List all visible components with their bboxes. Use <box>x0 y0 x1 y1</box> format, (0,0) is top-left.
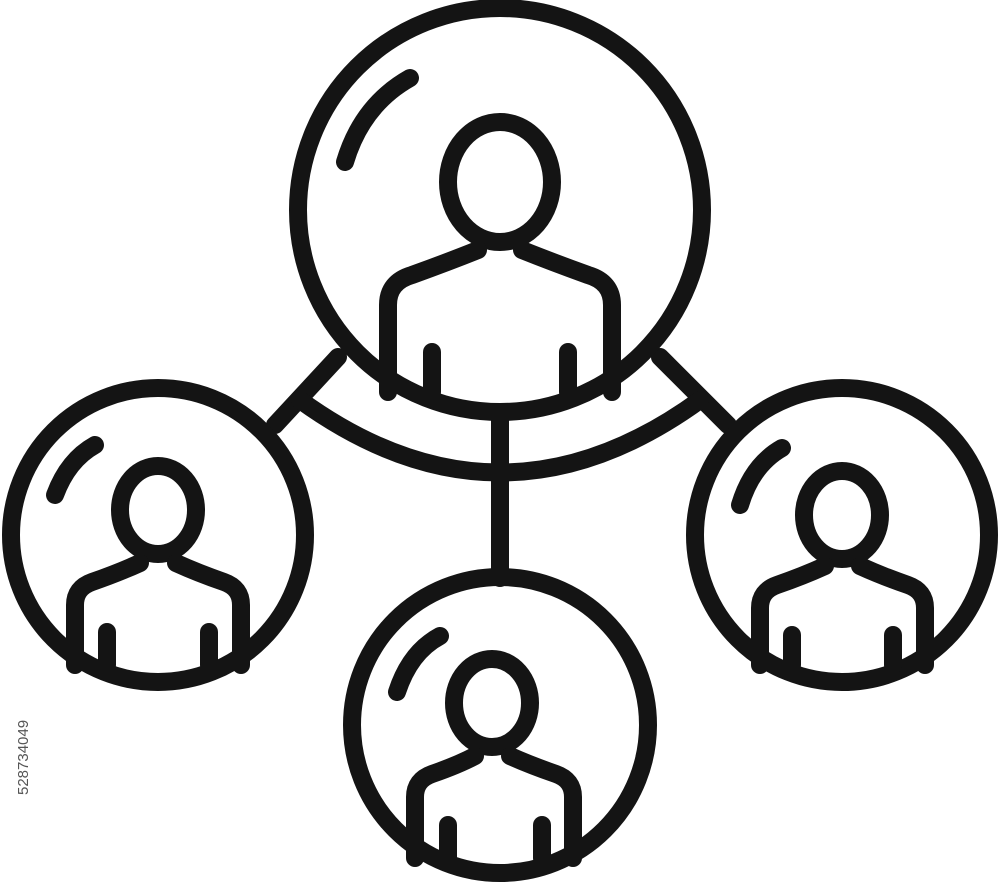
connector-right <box>651 348 737 434</box>
left-highlight <box>46 436 104 504</box>
bottom-circle <box>343 568 657 882</box>
user-icon <box>379 113 621 401</box>
left-person-node <box>2 379 314 691</box>
user-icon <box>406 650 582 867</box>
orbit-arc <box>291 391 709 482</box>
center-highlight <box>336 69 419 171</box>
right-highlight <box>731 439 791 514</box>
center-person-node <box>289 0 711 421</box>
bottom-person-node <box>343 568 657 882</box>
user-icon <box>751 462 934 674</box>
right-person-node <box>686 379 998 691</box>
connector-left <box>266 348 347 434</box>
bottom-highlight <box>388 627 449 701</box>
connector-lines <box>266 348 737 587</box>
user-icon <box>66 457 250 674</box>
center-circle <box>289 0 711 421</box>
right-circle <box>686 379 998 691</box>
left-circle <box>2 379 314 691</box>
